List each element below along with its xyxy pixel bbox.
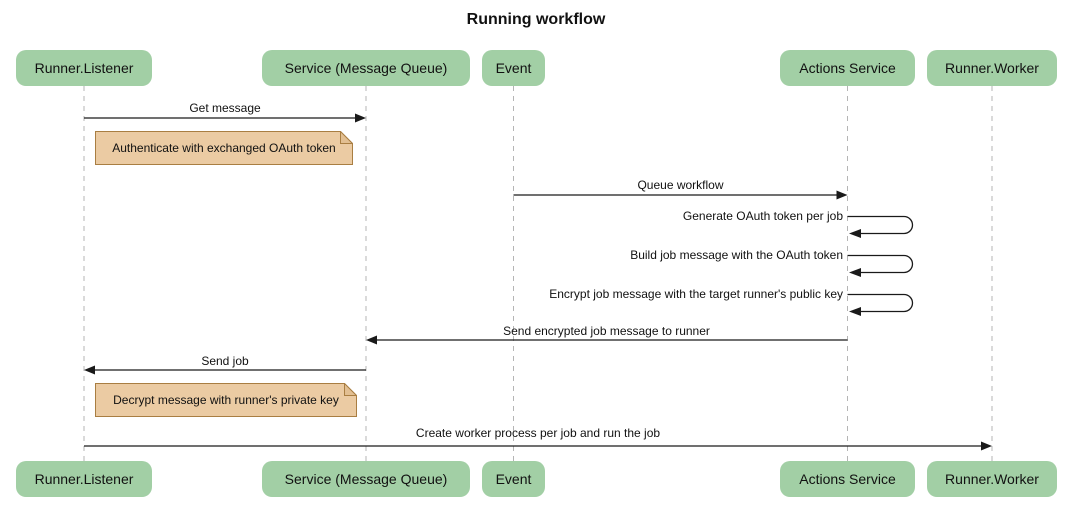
- arrow-encrypt-job-message-self-loop: [847, 293, 914, 316]
- message-label-send-encrypted-job: Send encrypted job message to runner: [503, 324, 710, 338]
- message-label-build-job-message: Build job message with the OAuth token: [630, 248, 843, 262]
- message-label-encrypt-job-message: Encrypt job message with the target runn…: [549, 287, 843, 301]
- note-authenticate-oauth: Authenticate with exchanged OAuth token: [95, 131, 353, 165]
- note-shape-svg: [95, 383, 357, 417]
- participant-label: Event: [495, 471, 532, 487]
- note-shape-svg: [95, 131, 353, 165]
- participant-service-message-queue-bottom: Service (Message Queue): [262, 461, 470, 497]
- note-decrypt-private-key: Decrypt message with runner's private ke…: [95, 383, 357, 417]
- arrow-send-encrypted-job-message: [366, 335, 848, 345]
- note-text: Decrypt message with runner's private ke…: [113, 393, 339, 407]
- participant-service-message-queue-top: Service (Message Queue): [262, 50, 470, 86]
- message-label-queue-workflow: Queue workflow: [637, 178, 724, 192]
- participant-label: Service (Message Queue): [284, 471, 448, 487]
- participant-event-bottom: Event: [482, 461, 545, 497]
- participant-actions-service-top: Actions Service: [780, 50, 915, 86]
- arrow-get-message: [84, 113, 366, 123]
- message-label-get-message: Get message: [189, 101, 261, 115]
- arrow-queue-workflow: [513, 190, 848, 200]
- arrow-build-job-message-self-loop: [847, 254, 914, 277]
- participant-event-top: Event: [482, 50, 545, 86]
- participant-label: Actions Service: [799, 471, 896, 487]
- participant-label: Runner.Listener: [34, 60, 134, 76]
- participant-label: Service (Message Queue): [284, 60, 448, 76]
- participant-label: Event: [495, 60, 532, 76]
- message-label-send-job: Send job: [201, 354, 249, 368]
- message-label-generate-oauth-token: Generate OAuth token per job: [682, 209, 843, 223]
- participant-label: Runner.Listener: [34, 471, 134, 487]
- participant-label: Runner.Worker: [945, 471, 1039, 487]
- message-label-create-worker-process: Create worker process per job and run th…: [415, 426, 661, 440]
- participant-runner-listener-top: Runner.Listener: [16, 50, 152, 86]
- arrow-create-worker-process: [84, 441, 992, 451]
- participant-label: Runner.Worker: [945, 60, 1039, 76]
- note-text: Authenticate with exchanged OAuth token: [112, 141, 336, 155]
- arrow-send-job: [84, 365, 366, 375]
- participant-runner-worker-top: Runner.Worker: [927, 50, 1057, 86]
- participant-runner-listener-bottom: Runner.Listener: [16, 461, 152, 497]
- diagram-title: Running workflow: [466, 11, 606, 28]
- participant-actions-service-bottom: Actions Service: [780, 461, 915, 497]
- participant-label: Actions Service: [799, 60, 896, 76]
- arrow-generate-oauth-token-self-loop: [847, 215, 914, 238]
- participant-runner-worker-bottom: Runner.Worker: [927, 461, 1057, 497]
